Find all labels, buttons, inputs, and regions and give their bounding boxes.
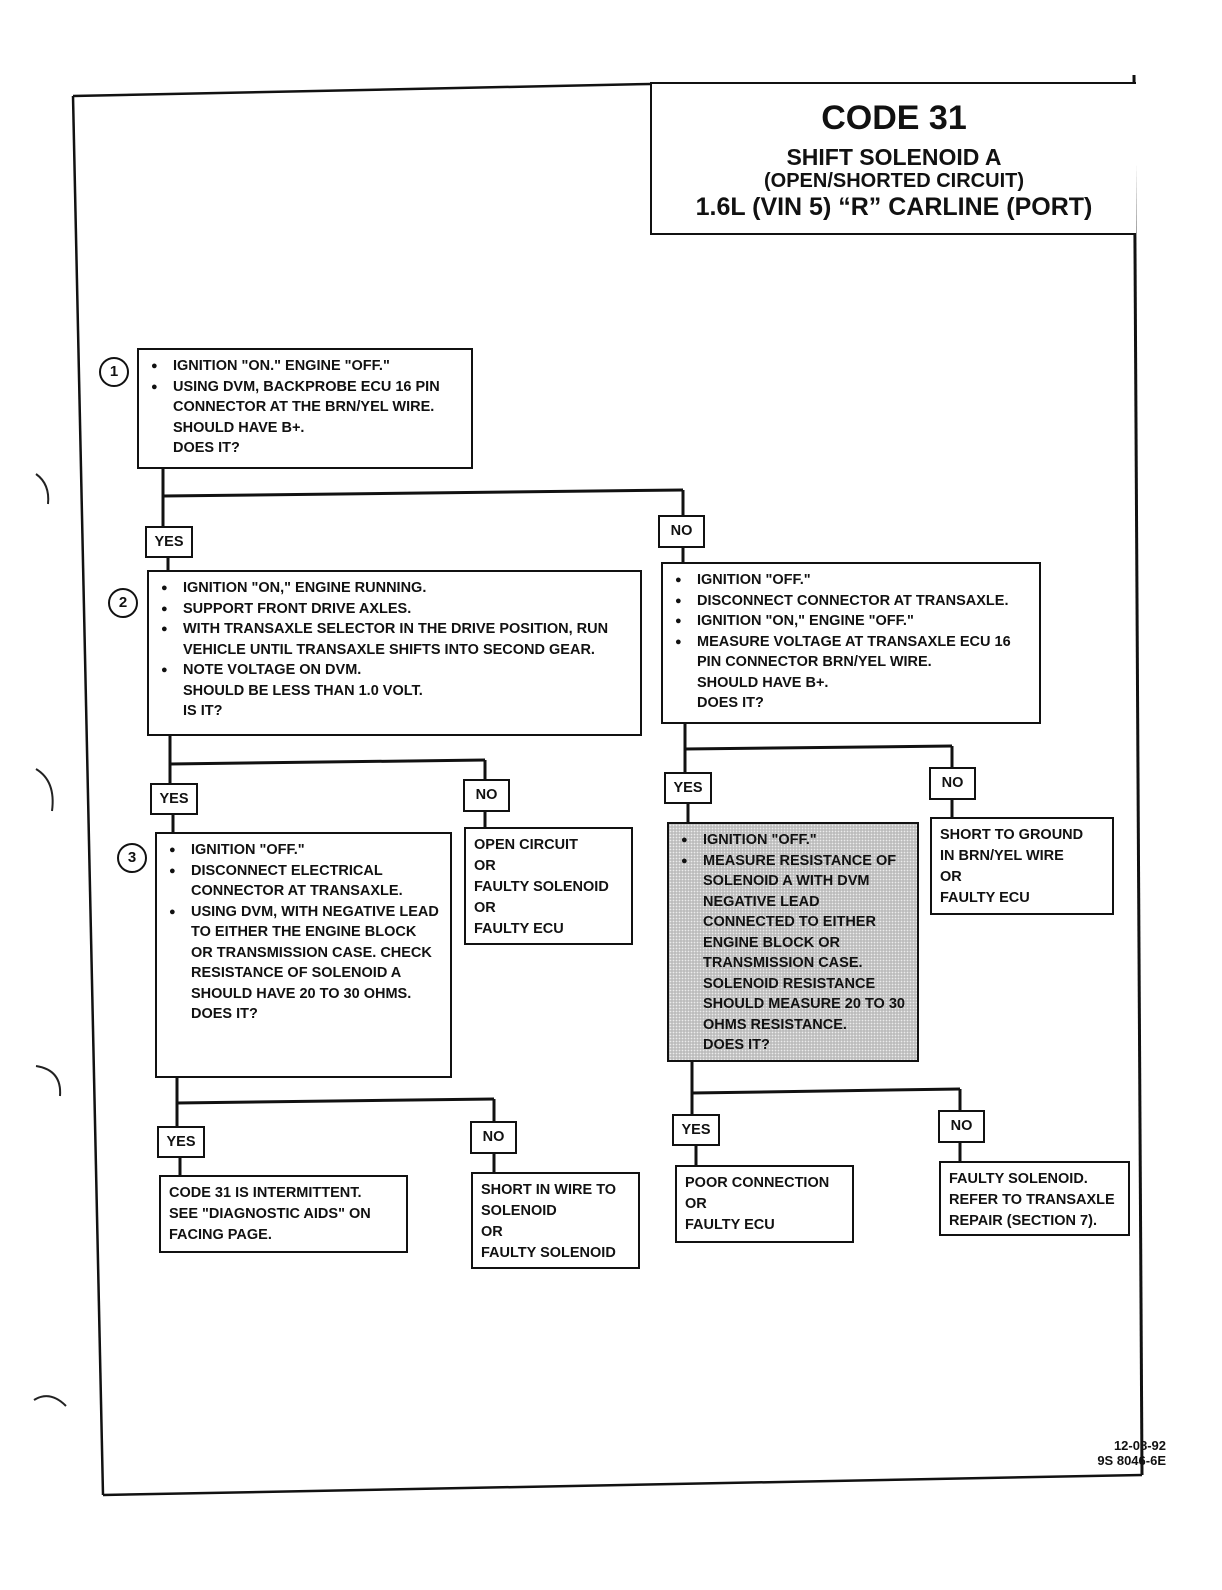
step-1-bullet-1: IGNITION "ON." ENGINE "OFF."	[149, 356, 463, 377]
resistance-check-bullet-2: MEASURE RESISTANCE OF SOLENOID A WITH DV…	[679, 851, 909, 1036]
step-3-bullet-2: DISCONNECT ELECTRICAL CONNECTOR AT TRANS…	[167, 861, 442, 902]
binder-mark-2	[35, 768, 54, 812]
voltage-check-bullet-3: IGNITION "ON," ENGINE "OFF."	[673, 611, 1031, 632]
result-open-circuit-line-4: OR	[474, 900, 496, 916]
step-2-bullet-3: WITH TRANSAXLE SELECTOR IN THE DRIVE POS…	[159, 619, 632, 660]
step-3-box: IGNITION "OFF." DISCONNECT ELECTRICAL CO…	[155, 832, 452, 1078]
result-short-in-wire-line-2: SOLENOID	[481, 1203, 557, 1219]
step-2-bullet-2: SUPPORT FRONT DRIVE AXLES.	[159, 599, 632, 620]
page-border-left	[71, 95, 105, 1496]
result-poor-connection: POOR CONNECTION OR FAULTY ECU	[675, 1165, 854, 1243]
result-open-circuit-line-3: FAULTY SOLENOID	[474, 879, 609, 895]
result-intermittent-line-2: SEE "DIAGNOSTIC AIDS" ON	[169, 1206, 371, 1222]
result-open-circuit-line-2: OR	[474, 858, 496, 874]
result-short-to-ground-line-4: FAULTY ECU	[940, 890, 1030, 906]
binder-mark-1	[35, 473, 50, 505]
result-open-circuit-line-5: FAULTY ECU	[474, 921, 564, 937]
binder-mark-3	[35, 1065, 62, 1097]
voltage-check-tail-1: SHOULD HAVE B+.	[697, 674, 829, 691]
step-2-no-label: NO	[463, 779, 510, 812]
page-border-bottom	[102, 1473, 1143, 1497]
result-short-in-wire-line-3: OR	[481, 1224, 503, 1240]
result-short-to-ground-line-1: SHORT TO GROUND	[940, 827, 1084, 843]
step-number-1: 1	[99, 357, 129, 387]
step-3-no-label: NO	[470, 1121, 517, 1154]
step-1-bullet-2: USING DVM, BACKPROBE ECU 16 PIN CONNECTO…	[149, 377, 463, 418]
voltage-check-bullet-1: IGNITION "OFF."	[673, 570, 1031, 591]
voltage-check-tail-2: DOES IT?	[697, 695, 764, 711]
result-short-to-ground-line-3: OR	[940, 869, 962, 885]
result-poor-connection-line-3: FAULTY ECU	[685, 1217, 775, 1233]
result-faulty-solenoid-line-3: REPAIR (SECTION 7).	[949, 1213, 1097, 1229]
step-3-bullet-1: IGNITION "OFF."	[167, 840, 442, 861]
step-number-3: 3	[117, 843, 147, 873]
step-number-2: 2	[108, 588, 138, 618]
result-short-in-wire-line-4: FAULTY SOLENOID	[481, 1245, 616, 1261]
page-border-right	[1132, 74, 1144, 1476]
condition-label: (OPEN/SHORTED CIRCUIT)	[764, 170, 1024, 192]
result-faulty-solenoid: FAULTY SOLENOID. REFER TO TRANSAXLE REPA…	[939, 1161, 1130, 1236]
resistance-check-tail-1: DOES IT?	[703, 1037, 770, 1053]
voltage-check-bullet-2: DISCONNECT CONNECTOR AT TRANSAXLE.	[673, 591, 1031, 612]
footer: 12-08-92 9S 8046-6E	[1097, 1438, 1166, 1468]
result-open-circuit-line-1: OPEN CIRCUIT	[474, 837, 578, 853]
title-block: CODE 31 SHIFT SOLENOID A (OPEN/SHORTED C…	[650, 82, 1136, 235]
step-1-box: IGNITION "ON." ENGINE "OFF." USING DVM, …	[137, 348, 473, 469]
step-3-yes-label: YES	[157, 1126, 205, 1158]
resistance-check-bullet-1: IGNITION "OFF."	[679, 830, 909, 851]
resistance-check-box-shaded: IGNITION "OFF." MEASURE RESISTANCE OF SO…	[667, 822, 919, 1062]
footer-date: 12-08-92	[1113, 1438, 1166, 1453]
result-intermittent: CODE 31 IS INTERMITTENT. SEE "DIAGNOSTIC…	[159, 1175, 408, 1253]
step-2-yes-label: YES	[150, 783, 198, 815]
step-2-box: IGNITION "ON," ENGINE RUNNING. SUPPORT F…	[147, 570, 642, 736]
resistance-check-no-label: NO	[938, 1110, 985, 1143]
footer-doc-number: 9S 8046-6E	[1097, 1453, 1166, 1468]
result-short-to-ground: SHORT TO GROUND IN BRN/YEL WIRE OR FAULT…	[930, 817, 1114, 915]
step-1-tail-1: SHOULD HAVE B+.	[173, 419, 305, 436]
result-open-circuit: OPEN CIRCUIT OR FAULTY SOLENOID OR FAULT…	[464, 827, 633, 945]
step-2-tail-1: SHOULD BE LESS THAN 1.0 VOLT.	[183, 682, 423, 699]
result-short-to-ground-line-2: IN BRN/YEL WIRE	[940, 848, 1064, 864]
voltage-check-box: IGNITION "OFF." DISCONNECT CONNECTOR AT …	[661, 562, 1041, 724]
step-2-bullet-4: NOTE VOLTAGE ON DVM.	[159, 660, 632, 681]
voltage-check-no-label: NO	[929, 767, 976, 800]
result-faulty-solenoid-line-1: FAULTY SOLENOID.	[949, 1171, 1088, 1187]
result-faulty-solenoid-line-2: REFER TO TRANSAXLE	[949, 1192, 1115, 1208]
step-1-yes-label: YES	[145, 526, 193, 558]
step-1-no-label: NO	[658, 515, 705, 548]
result-intermittent-line-1: CODE 31 IS INTERMITTENT.	[169, 1185, 362, 1201]
result-short-in-wire: SHORT IN WIRE TO SOLENOID OR FAULTY SOLE…	[471, 1172, 640, 1269]
step-1-tail-2: DOES IT?	[173, 440, 240, 456]
application-label: 1.6L (VIN 5) “R” CARLINE (PORT)	[695, 193, 1093, 221]
step-2-tail-2: IS IT?	[183, 703, 223, 719]
voltage-check-bullet-4: MEASURE VOLTAGE AT TRANSAXLE ECU 16 PIN …	[673, 632, 1031, 673]
result-poor-connection-line-1: POOR CONNECTION	[685, 1175, 830, 1191]
page-subtitle: SHIFT SOLENOID A	[786, 144, 1002, 170]
result-intermittent-line-3: FACING PAGE.	[169, 1227, 272, 1243]
step-2-bullet-1: IGNITION "ON," ENGINE RUNNING.	[159, 578, 632, 599]
result-poor-connection-line-2: OR	[685, 1196, 707, 1212]
binder-mark-4	[33, 1395, 67, 1407]
step-3-bullet-3: USING DVM, WITH NEGATIVE LEAD TO EITHER …	[167, 902, 442, 1005]
page-border-top	[72, 82, 651, 98]
resistance-check-yes-label: YES	[672, 1114, 720, 1146]
page-title: CODE 31	[821, 99, 967, 137]
step-3-tail-1: DOES IT?	[191, 1006, 258, 1022]
voltage-check-yes-label: YES	[664, 772, 712, 804]
result-short-in-wire-line-1: SHORT IN WIRE TO	[481, 1182, 617, 1198]
